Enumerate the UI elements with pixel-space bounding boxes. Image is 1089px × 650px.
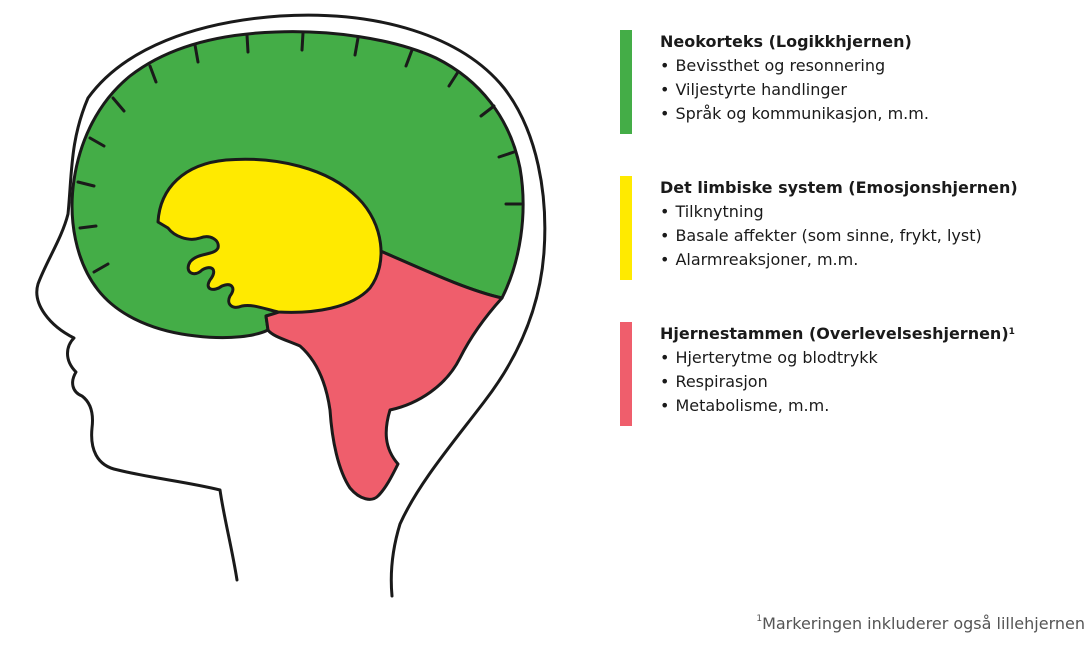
legend-group-neokorteks: Neokorteks (Logikkhjernen) Bevissthet og… bbox=[620, 30, 1085, 134]
legend: Neokorteks (Logikkhjernen) Bevissthet og… bbox=[620, 30, 1085, 426]
legend-swatch-red bbox=[620, 322, 632, 426]
legend-title: Hjernestammen (Overlevelseshjernen) bbox=[660, 324, 1009, 343]
legend-item: Alarmreaksjoner, m.m. bbox=[660, 248, 1085, 272]
legend-item: Språk og kommunikasjon, m.m. bbox=[660, 102, 1085, 126]
legend-item: Viljestyrte handlinger bbox=[660, 78, 1085, 102]
legend-swatch-green bbox=[620, 30, 632, 134]
legend-group-limbisk: Det limbiske system (Emosjonshjernen) Ti… bbox=[620, 176, 1085, 280]
legend-title: Det limbiske system (Emosjonshjernen) bbox=[660, 176, 1085, 200]
legend-item: Hjerterytme og blodtrykk bbox=[660, 346, 1085, 370]
footnote: 1Markeringen inkluderer også lillehjerne… bbox=[756, 614, 1085, 633]
footnote-text: Markeringen inkluderer også lillehjernen bbox=[762, 614, 1085, 633]
legend-item: Basale affekter (som sinne, frykt, lyst) bbox=[660, 224, 1085, 248]
legend-swatch-yellow bbox=[620, 176, 632, 280]
legend-item: Metabolisme, m.m. bbox=[660, 394, 1085, 418]
legend-item: Respirasjon bbox=[660, 370, 1085, 394]
footnote-mark: 1 bbox=[1009, 327, 1015, 337]
legend-item: Tilknytning bbox=[660, 200, 1085, 224]
legend-title-with-mark: Hjernestammen (Overlevelseshjernen)1 bbox=[660, 322, 1085, 346]
head-brain-diagram bbox=[0, 0, 560, 600]
legend-item: Bevissthet og resonnering bbox=[660, 54, 1085, 78]
legend-title: Neokorteks (Logikkhjernen) bbox=[660, 30, 1085, 54]
legend-group-hjernestamme: Hjernestammen (Overlevelseshjernen)1 Hje… bbox=[620, 322, 1085, 426]
